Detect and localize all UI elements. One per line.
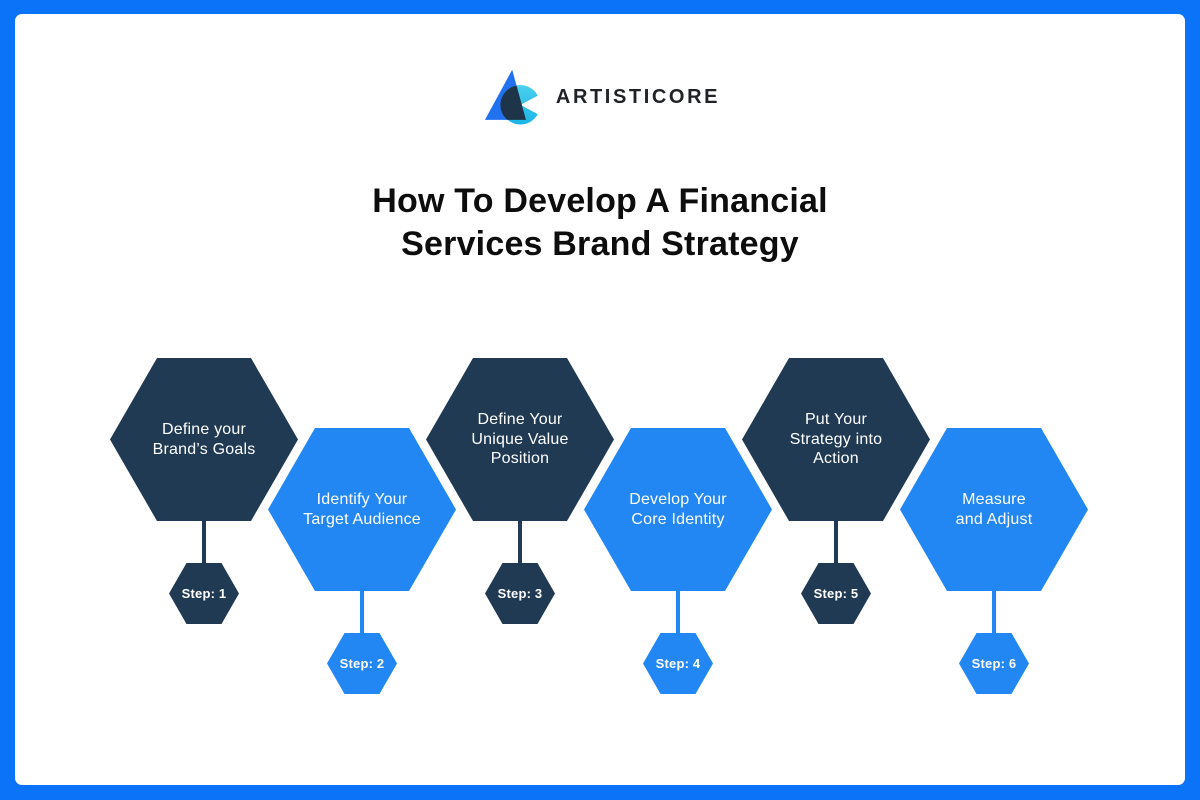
brand-name: ARTISTICORE: [555, 85, 721, 108]
step-4-label-line-2: Core Identity: [631, 510, 725, 528]
step-5-badge-text: Step: 5: [813, 586, 859, 601]
step-3-badge-text: Step: 3: [497, 586, 543, 601]
step-group-1: Define your Brand’s Goals Step: 1: [110, 358, 298, 624]
step-3-badge: Step: 3: [485, 563, 555, 624]
step-1-badge: Step: 1: [169, 563, 239, 624]
step-group-5: Put Your Strategy into Action Step: 5: [742, 358, 930, 624]
step-group-6: Measure and Adjust Step: 6: [900, 428, 1088, 694]
step-6-badge: Step: 6: [959, 633, 1029, 694]
step-3-label: Define Your Unique Value Position: [471, 410, 568, 469]
step-group-3: Define Your Unique Value Position Step: …: [426, 358, 614, 624]
step-2-badge: Step: 2: [327, 633, 397, 694]
step-6-hexagon: Measure and Adjust: [900, 428, 1088, 591]
step-5-label-line-3: Action: [813, 450, 859, 468]
step-5-badge: Step: 5: [801, 563, 871, 624]
step-2-hexagon: Identify Your Target Audience: [268, 428, 456, 591]
step-1-connector: [202, 521, 206, 563]
step-6-connector: [992, 591, 996, 633]
step-4-label-line-1: Develop Your: [629, 491, 727, 508]
step-3-connector: [518, 521, 522, 563]
step-4-badge-text: Step: 4: [655, 656, 701, 671]
step-2-badge-text: Step: 2: [339, 656, 385, 671]
page-title: How To Develop A Financial Services Bran…: [0, 180, 1200, 266]
step-2-label-line-1: Identify Your: [316, 491, 408, 508]
step-6-label-line-1: Measure: [962, 491, 1026, 508]
step-6-label-line-2: and Adjust: [955, 510, 1033, 528]
step-4-connector: [676, 591, 680, 633]
step-4-label: Develop Your Core Identity: [629, 490, 727, 529]
step-2-label: Identify Your Target Audience: [303, 490, 421, 529]
step-1-label: Define your Brand’s Goals: [153, 420, 256, 459]
title-line-2: Services Brand Strategy: [401, 225, 799, 263]
step-group-4: Develop Your Core Identity Step: 4: [584, 428, 772, 694]
artisticore-logo-icon: [484, 69, 538, 125]
step-3-label-line-2: Unique Value: [471, 430, 569, 448]
step-2-label-line-2: Target Audience: [303, 510, 421, 528]
step-3-label-line-3: Position: [490, 450, 550, 468]
step-6-badge-text: Step: 6: [971, 656, 1017, 671]
step-1-label-line-2: Brand’s Goals: [152, 440, 256, 458]
step-3-label-line-1: Define Your: [477, 411, 563, 429]
step-5-connector: [834, 521, 838, 563]
title-line-1: How To Develop A Financial: [372, 182, 828, 220]
brand-logo: ARTISTICORE: [0, 63, 1200, 127]
step-5-label-line-2: Strategy into: [789, 430, 883, 448]
step-1-label-line-1: Define your: [161, 421, 247, 438]
step-5-label: Put Your Strategy into Action: [790, 410, 882, 469]
step-6-label: Measure and Adjust: [956, 490, 1033, 529]
step-5-label-line-1: Put Your: [804, 411, 868, 429]
step-4-badge: Step: 4: [643, 633, 713, 694]
step-group-2: Identify Your Target Audience Step: 2: [268, 428, 456, 694]
step-1-badge-text: Step: 1: [181, 586, 227, 601]
step-2-connector: [360, 591, 364, 633]
